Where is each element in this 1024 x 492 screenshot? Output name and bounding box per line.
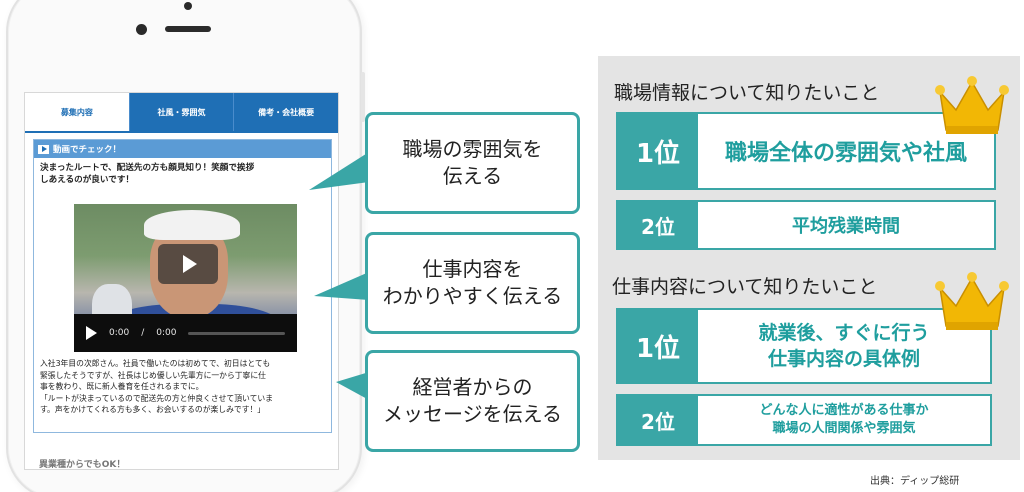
rank1-text-2: 就業後、すぐに行う 仕事内容の具体例 [758,322,930,370]
survey-panel: 職場情報について知りたいこと 1位 職場全体の雰囲気や社風 2位 平均残業時間 … [598,56,1020,460]
interview-text: 入社3年目の次郎さん。社員で働いたのは初めてで、初日はとても 緊張したそうですが… [40,359,273,414]
video-headline: 決まったルートで、配送先の方も顔見知り！笑顔で挨拶 しあえるのが良いです！ [40,163,255,185]
callout-job-content: 仕事内容を わかりやすく伝える [365,232,580,334]
callout-pointers [309,152,369,400]
callout-atmosphere: 職場の雰囲気を 伝える [365,112,580,214]
crown-icon [935,272,1009,330]
earpiece-speaker [165,26,211,32]
section2-rank2: 2位 どんな人に適性がある仕事か 職場の人間関係や雰囲気 [616,394,992,446]
rank2-badge: 2位 [618,202,698,248]
callout-message: 経営者からの メッセージを伝える [365,350,580,452]
rank2-badge-2: 2位 [618,396,698,444]
section2-rank1: 1位 就業後、すぐに行う 仕事内容の具体例 [616,308,992,384]
time-current: 0:00 [109,328,130,338]
rank1-badge: 1位 [618,114,698,188]
play-icon [38,144,49,154]
section1-title: 職場情報について知りたいこと [614,82,880,104]
tab-culture[interactable]: 社風・雰囲気 [129,93,235,131]
rank2-text-2: どんな人に適性がある仕事か 職場の人間関係や雰囲気 [759,403,929,436]
rank1-text: 職場全体の雰囲気や社風 [724,141,967,166]
section1-rank1: 1位 職場全体の雰囲気や社風 [616,112,996,190]
section1-rank2: 2位 平均残業時間 [616,200,996,250]
pointer-3 [336,372,369,400]
rank2-text: 平均残業時間 [792,216,900,237]
front-sensor [184,2,192,10]
video-box-title: 動画でチェック！ [53,145,122,155]
pointer-1 [309,152,369,190]
video-thumbnail-cap [144,210,240,240]
video-player[interactable]: 0:00 / 0:00 [74,204,297,352]
rank1-badge-2: 1位 [618,310,698,382]
pointer-2 [314,272,369,300]
tab-recruitment[interactable]: 募集内容 [25,93,130,131]
video-check-box: 動画でチェック！ 決まったルートで、配送先の方も顔見知り！笑顔で挨拶 しあえるの… [33,139,332,433]
video-controls: 0:00 / 0:00 [74,314,297,352]
big-play-button[interactable] [158,244,218,284]
phone-screen: 募集内容 社風・雰囲気 備考・会社概要 動画でチェック！ 決まったルートで、配送… [24,92,339,470]
video-box-header: 動画でチェック！ [34,140,331,158]
source-credit: 出典：ディップ総研 [870,476,960,487]
section2-title: 仕事内容について知りたいこと [612,276,878,298]
time-total: 0:00 [156,328,177,338]
tab-bar: 募集内容 社風・雰囲気 備考・会社概要 [25,93,338,133]
footer-text: 異業種からでもOK！ [39,460,126,470]
tab-company-info[interactable]: 備考・会社概要 [234,93,338,131]
crown-icon [935,76,1009,134]
progress-bar[interactable] [188,331,285,335]
front-camera [136,24,147,35]
control-play-icon[interactable] [86,326,97,340]
side-button [361,72,365,122]
